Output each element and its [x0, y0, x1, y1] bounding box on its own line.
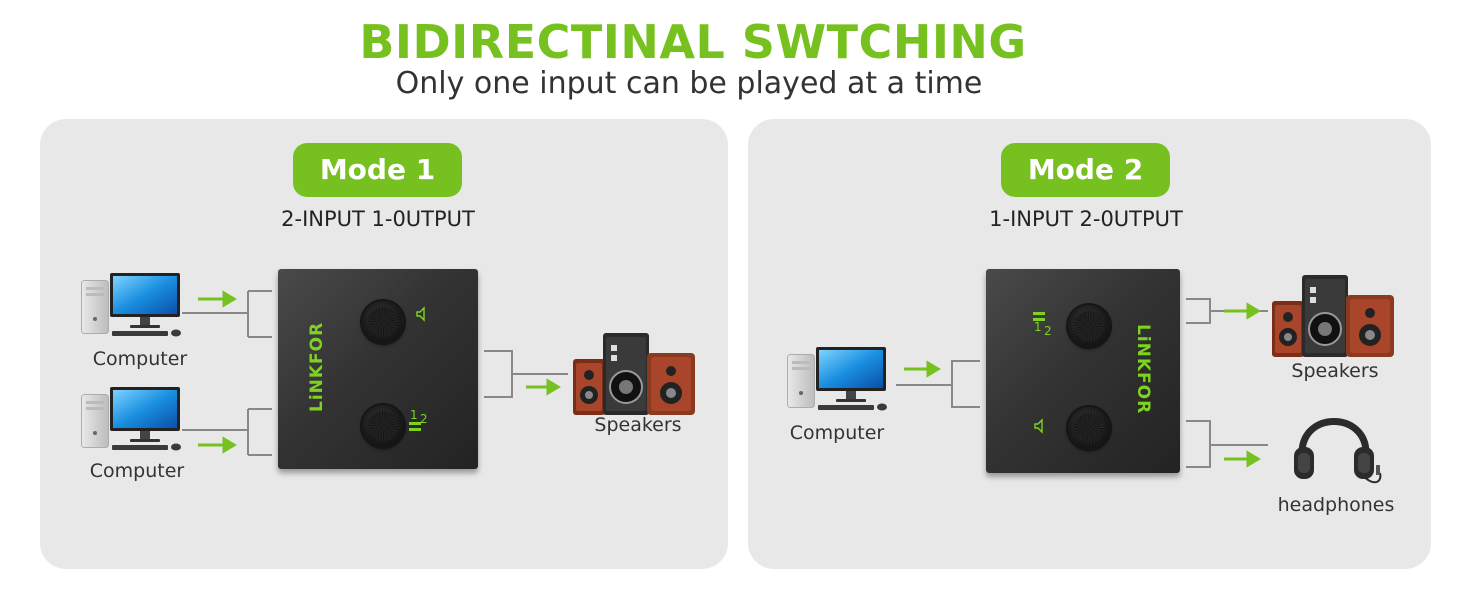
port-number-1: 1 — [1034, 320, 1042, 334]
mode2-badge: Mode 2 — [1001, 143, 1170, 197]
switch-box: LiNKFOR 1 2 — [278, 269, 478, 469]
headphones-icon — [1284, 401, 1384, 491]
switch-knob-bottom[interactable] — [362, 405, 404, 447]
mode2-input-label: Computer — [789, 422, 885, 444]
brand-logo: LiNKFOR — [307, 321, 327, 412]
port-number-1: 1 — [410, 408, 418, 422]
speakers-icon — [1272, 269, 1402, 359]
mode1-input-2-label: Computer — [89, 460, 185, 482]
mode1-panel: Mode 1 2-INPUT 1-0UTPUT Computer Compute… — [40, 119, 728, 569]
mode1-badge: Mode 1 — [293, 143, 462, 197]
mode1-output-label: Speakers — [594, 414, 682, 436]
speaker-output-icon — [1034, 418, 1043, 434]
brand-logo: LiNKFOR — [1133, 324, 1153, 415]
ports-icon — [1033, 312, 1045, 321]
switch-knob-top[interactable] — [362, 301, 404, 343]
port-number-2: 2 — [1044, 324, 1052, 338]
page-title: BIDIRECTINAL SWTCHING — [359, 15, 1027, 69]
page-subtitle: Only one input can be played at a time — [395, 66, 983, 101]
switch-knob-bottom[interactable] — [1068, 407, 1110, 449]
switch-knob-top[interactable] — [1068, 305, 1110, 347]
mode2-panel: Mode 2 1-INPUT 2-0UTPUT Computer LiNKFOR… — [748, 119, 1431, 569]
speaker-output-icon — [416, 306, 425, 322]
ports-icon — [409, 422, 421, 431]
port-number-2: 2 — [420, 412, 428, 426]
mode2-connectors — [896, 298, 1268, 468]
mode1-input-1-label: Computer — [92, 348, 188, 370]
mode2-output-2-label: headphones — [1277, 494, 1395, 516]
switch-box: LiNKFOR 1 2 — [986, 269, 1180, 473]
mode1-description: 2-INPUT 1-0UTPUT — [281, 207, 475, 231]
mode2-description: 1-INPUT 2-0UTPUT — [989, 207, 1183, 231]
speakers-icon — [573, 327, 703, 417]
mode2-output-1-label: Speakers — [1291, 360, 1379, 382]
arrow-right-icon — [198, 290, 561, 454]
mode1-connectors — [182, 290, 568, 456]
